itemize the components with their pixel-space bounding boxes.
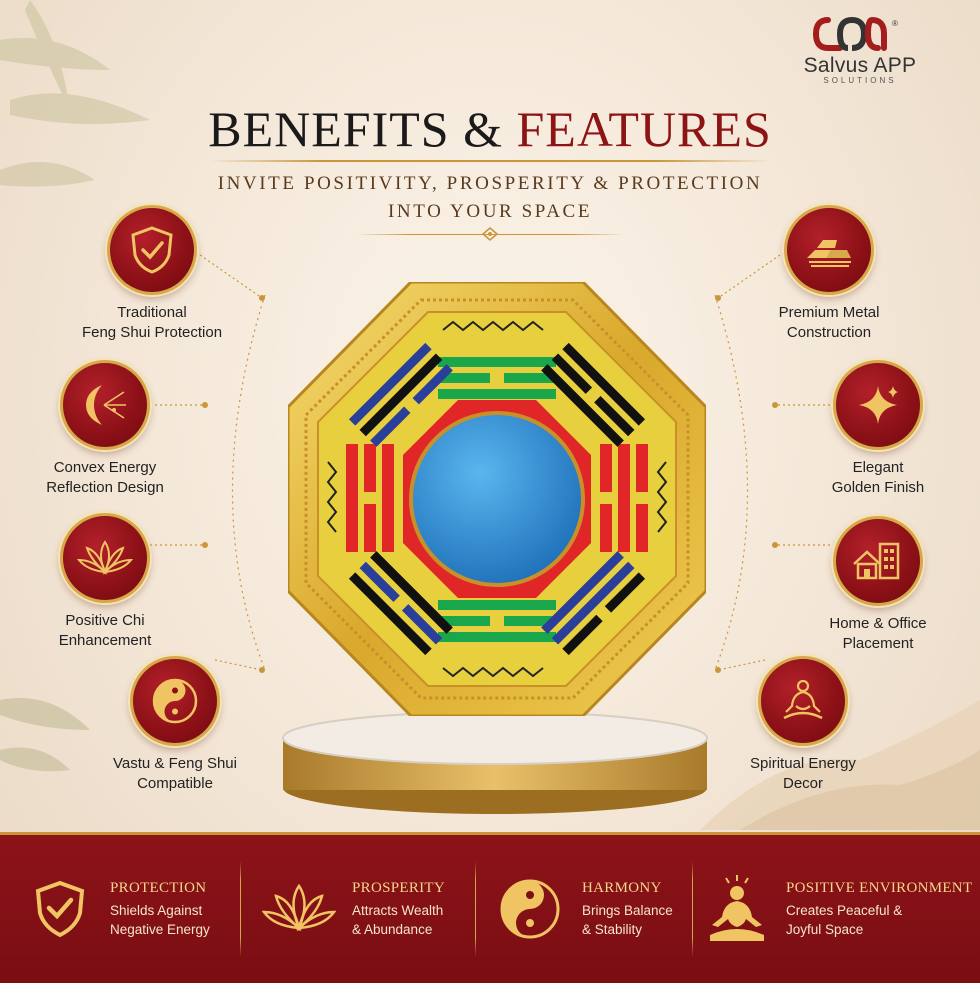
benefit-line2: Joyful Space — [786, 921, 864, 937]
benefit-title: PROSPERITY — [352, 879, 446, 896]
benefit-line1: Shields Against — [110, 902, 203, 918]
feature-icon-badge — [60, 360, 150, 450]
marble-pedestal — [282, 711, 708, 814]
benefit-positive-environment: POSITIVE ENVIRONMENT Creates Peaceful & J… — [704, 835, 972, 983]
feature-line2: Construction — [786, 324, 872, 341]
benefit-harmony: HARMONY Brings Balance & Stability — [498, 835, 673, 983]
feature-icon-badge — [60, 513, 150, 603]
benefit-line2: & Stability — [582, 921, 643, 937]
benefit-line1: Attracts Wealth — [352, 902, 444, 918]
page-title: BENEFITS & FEATURES — [0, 100, 980, 158]
feature-icon-badge — [833, 360, 923, 450]
band-divider — [240, 861, 241, 957]
brand-logo: ® Salvus APP SOLUTIONS — [780, 14, 940, 104]
benefit-line1: Brings Balance — [582, 902, 673, 918]
feature-line1: Home & Office — [829, 615, 927, 632]
home-office-icon — [853, 542, 900, 580]
feature-icon-badge — [784, 205, 874, 295]
meditation-icon — [783, 679, 823, 720]
bagua-mirror-product — [288, 282, 706, 716]
feature-line2: Placement — [842, 635, 914, 652]
title-divider — [210, 160, 770, 162]
benefit-title: PROTECTION — [110, 879, 207, 896]
brand-sub: SOLUTIONS — [823, 76, 897, 85]
salvus-logo-mark-icon: ® — [812, 16, 898, 51]
feature-line2: Decor — [782, 775, 823, 792]
benefit-line1: Creates Peaceful & — [786, 902, 903, 918]
feature-icon-badge — [130, 656, 220, 746]
feature-line2: Compatible — [137, 775, 213, 792]
metal-bars-icon — [807, 240, 851, 267]
benefit-title: POSITIVE ENVIRONMENT — [786, 879, 973, 896]
subtitle: INVITE POSITIVITY, PROSPERITY & PROTECTI… — [0, 170, 980, 226]
feature-line1: Traditional — [117, 304, 187, 321]
fabric-drape-decor — [700, 700, 980, 830]
lotus-icon — [262, 883, 336, 932]
meditation-icon — [710, 875, 764, 941]
registered-mark: ® — [892, 19, 898, 28]
yin-yang-icon — [152, 678, 198, 724]
feature-line1: Positive Chi — [65, 612, 145, 629]
benefit-prosperity: PROSPERITY Attracts Wealth & Abundance — [262, 835, 445, 983]
subtitle-line1: INVITE POSITIVITY, PROSPERITY & PROTECTI… — [217, 173, 763, 194]
title-part2: FEATURES — [516, 101, 772, 157]
title-part1: BENEFITS & — [208, 101, 517, 157]
feature-line1: Vastu & Feng Shui — [113, 755, 237, 772]
benefit-line2: & Abundance — [352, 921, 433, 937]
feature-line1: Spiritual Energy — [750, 755, 856, 772]
feature-line1: Premium Metal — [778, 304, 880, 321]
shield-check-icon — [131, 226, 173, 274]
sparkle-icon — [859, 386, 898, 424]
feature-icon-badge — [833, 516, 923, 606]
benefit-line2: Negative Energy — [110, 921, 210, 937]
convex-reflection-icon — [86, 385, 126, 425]
connector-arcs — [150, 254, 830, 673]
feature-line2: Golden Finish — [831, 479, 925, 496]
shield-check-icon — [35, 880, 85, 938]
feature-icon-badge — [107, 205, 197, 295]
feature-line2: Reflection Design — [46, 479, 164, 496]
feature-line2: Enhancement — [58, 632, 152, 649]
yin-yang-icon — [500, 879, 560, 939]
diamond-ornament-icon — [481, 226, 499, 242]
brand-name: Salvus APP — [803, 54, 917, 77]
lotus-icon — [77, 540, 133, 575]
bamboo-leaves-decor — [0, 0, 150, 187]
feature-icon-badge — [758, 656, 848, 746]
subtitle-line2: INTO YOUR SPACE — [387, 201, 593, 222]
plant-leaves-decor — [0, 698, 90, 772]
feature-line1: Convex Energy — [53, 459, 157, 476]
band-divider — [475, 861, 476, 957]
feature-line2: Feng Shui Protection — [81, 324, 223, 341]
feature-line1: Elegant — [852, 459, 904, 476]
benefit-title: HARMONY — [582, 879, 662, 896]
band-divider — [692, 861, 693, 957]
